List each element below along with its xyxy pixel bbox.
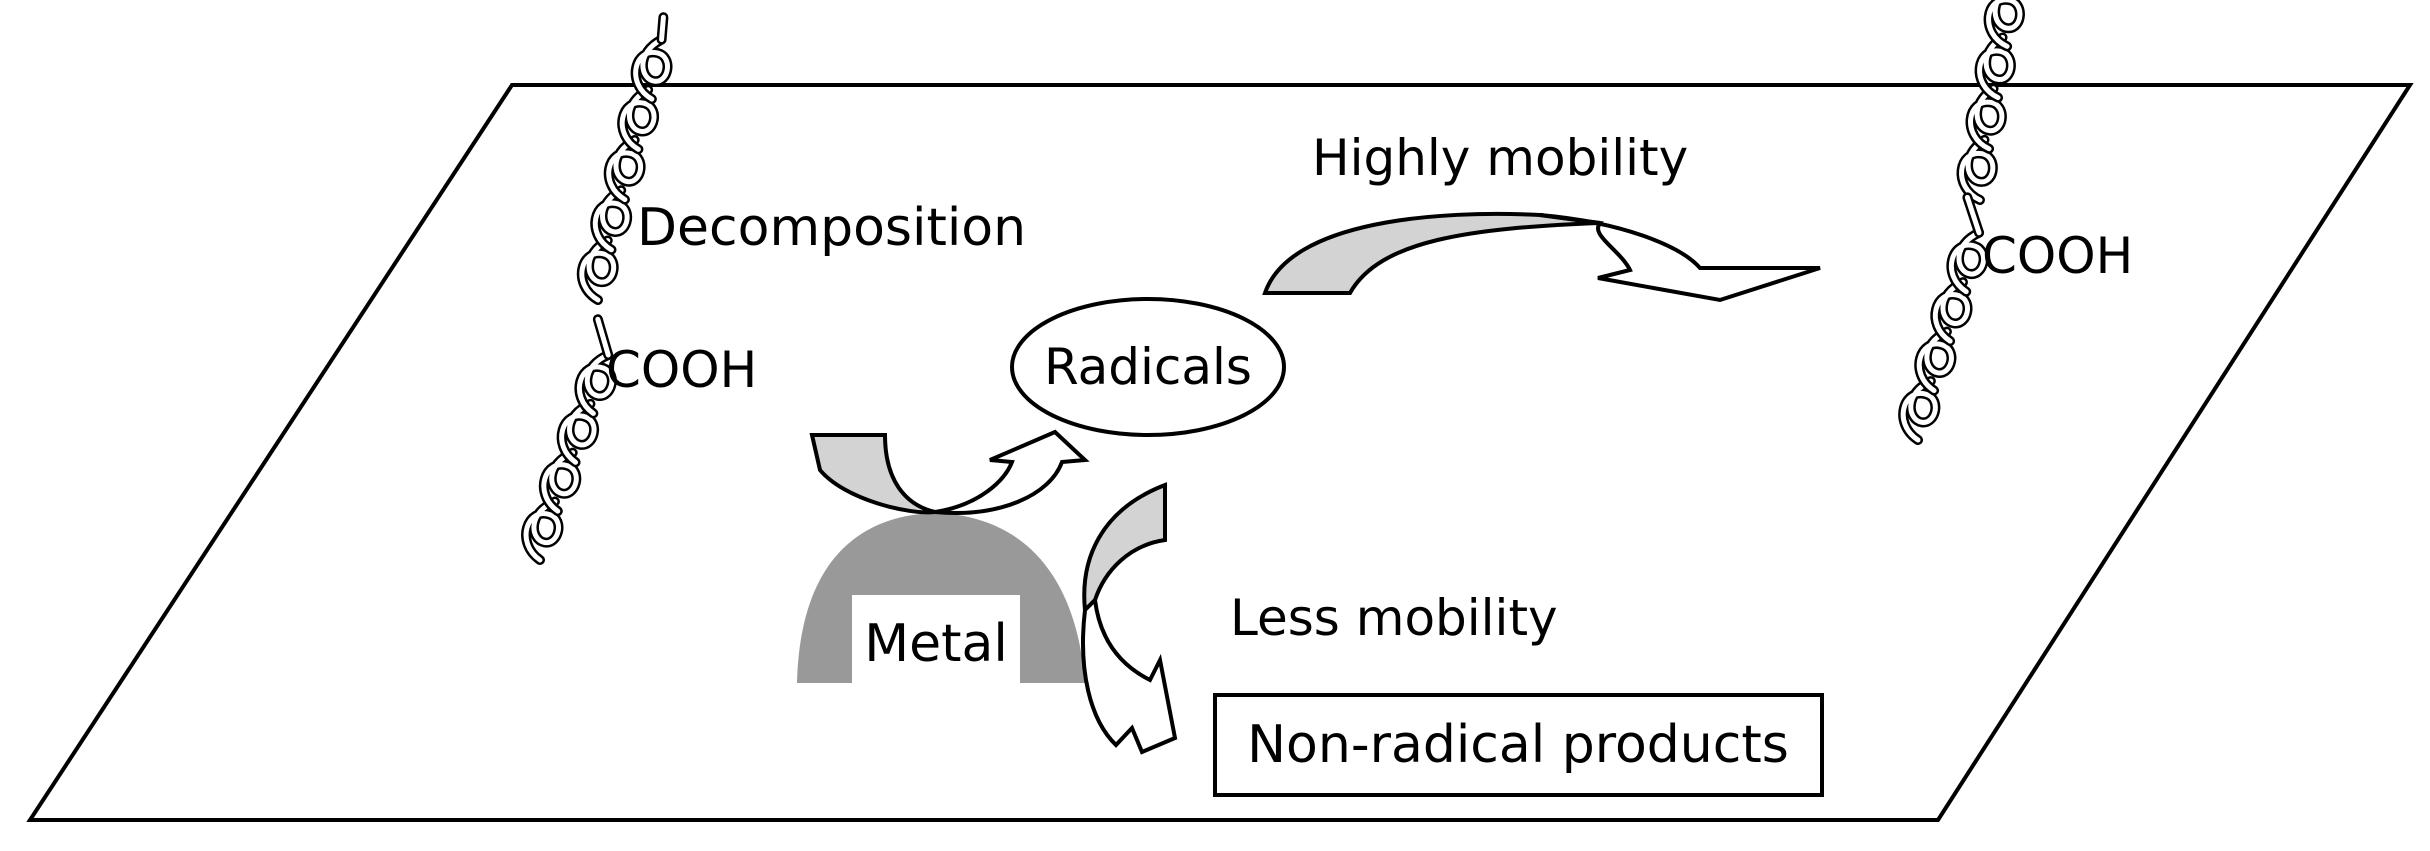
non-radical-products-box bbox=[1213, 693, 1824, 797]
highly-mobility-label: Highly mobility bbox=[1312, 129, 1688, 187]
to-radicals-arrow-icon bbox=[934, 429, 1090, 515]
non-radical-products-label: Non-radical products bbox=[1247, 715, 1789, 775]
radicals-ellipse bbox=[1010, 297, 1286, 437]
radicals-label: Radicals bbox=[1044, 338, 1252, 396]
metal-label: Metal bbox=[864, 614, 1008, 674]
cooh-right-label: COOH bbox=[1982, 227, 2133, 285]
decomposition-label: Decomposition bbox=[637, 198, 1026, 258]
highly-mobility-arrow-head-icon bbox=[1539, 213, 1821, 303]
cooh-left-label: COOH bbox=[606, 341, 757, 399]
less-mobility-label: Less mobility bbox=[1230, 589, 1558, 647]
less-mobility-arrow-head-icon bbox=[1081, 595, 1178, 755]
metal-label-box bbox=[852, 595, 1020, 685]
